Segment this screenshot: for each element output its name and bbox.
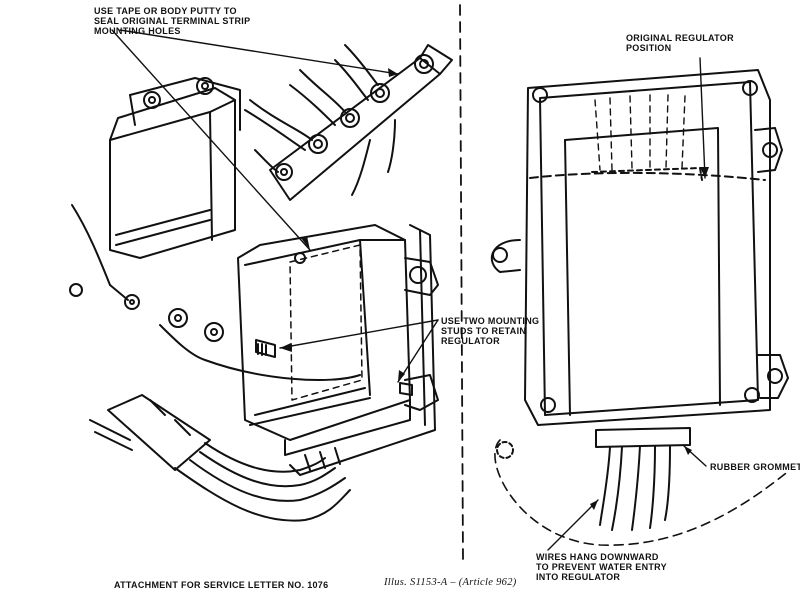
leader-lines: [111, 29, 707, 551]
terminal-strip: [244, 44, 453, 201]
attachment-caption: ATTACHMENT FOR SERVICE LETTER NO. 1076: [114, 580, 329, 590]
right-regulator-view: [490, 69, 791, 546]
illustration-caption: Illus. S1153-A – (Article 962): [384, 577, 517, 588]
divider-line: [459, 4, 464, 561]
mounting-studs-callout: USE TWO MOUNTING STUDS TO RETAIN REGULAT…: [441, 316, 540, 346]
old-regulator: [109, 77, 241, 259]
new-regulator: [237, 224, 439, 476]
wires-hang-callout: WIRES HANG DOWNWARD TO PREVENT WATER ENT…: [536, 552, 667, 582]
wire-harness: [89, 394, 351, 522]
leader-arrowheads: [280, 68, 709, 510]
rubber-grommet-callout: RUBBER GROMMET: [710, 462, 800, 472]
original-position-callout: ORIGINAL REGULATOR POSITION: [626, 33, 734, 53]
tape-callout: USE TAPE OR BODY PUTTY TO SEAL ORIGINAL …: [94, 6, 251, 36]
ground-wire: [69, 204, 361, 381]
